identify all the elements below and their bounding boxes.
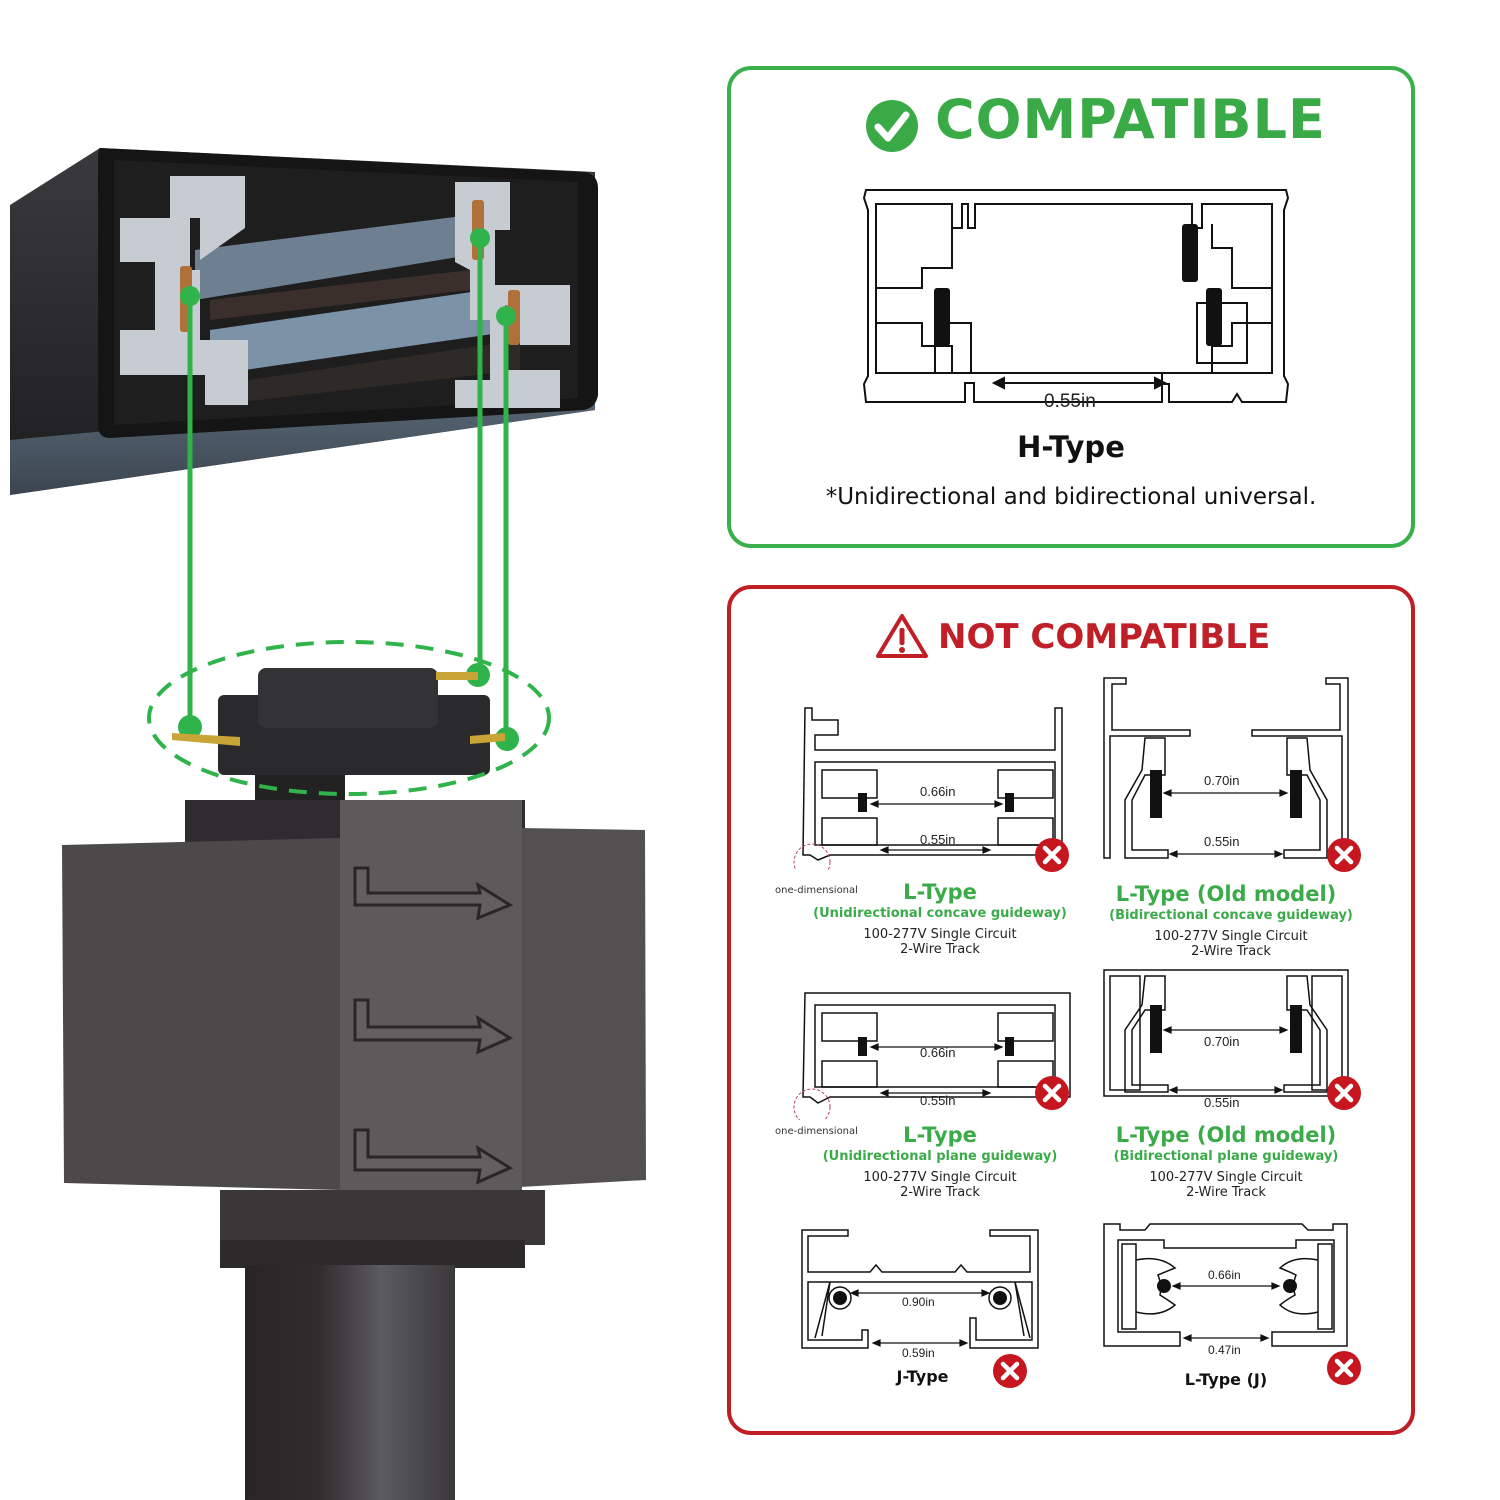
dimension-lower: 0.55in	[920, 1093, 956, 1108]
dimension-upper: 0.90in	[902, 1295, 935, 1309]
h-type-dimension: 0.55in	[1044, 391, 1096, 412]
track-and-adapter-graphic	[10, 148, 646, 1500]
not-compatible-title: NOT COMPATIBLE	[938, 617, 1271, 657]
incompatible-item-5: 0.90in 0.59in J-Type	[780, 1210, 1070, 1400]
arrow-right-icon	[353, 1128, 514, 1185]
dimension-lower: 0.47in	[1208, 1343, 1241, 1357]
h-type-track-diagram	[862, 189, 1290, 403]
type-label: L-Type (Old model)	[1115, 1123, 1337, 1147]
warning-triangle-icon	[876, 614, 928, 658]
dimension-lower: 0.55in	[1204, 1095, 1240, 1110]
x-circle-icon	[1326, 1075, 1362, 1111]
x-circle-icon	[1034, 1075, 1070, 1111]
dimension-lower: 0.55in	[1204, 834, 1240, 849]
subtype-label: (Bidirectional plane guideway)	[1113, 1149, 1339, 1164]
incompatible-item-6: 0.66in 0.47in L-Type (J)	[1090, 1210, 1380, 1410]
spec-line-1: 100-277V Single Circuit	[863, 927, 1017, 942]
side-note: one-dimensional	[775, 1126, 858, 1137]
type-label: L-Type	[903, 1123, 977, 1147]
spec-line-1: 100-277V Single Circuit	[863, 1170, 1017, 1185]
highlight-ellipse	[147, 640, 551, 796]
h-type-label: H-Type	[1017, 430, 1125, 464]
incompatible-item-3: 0.66in 0.55in one-dimensional L-Type (Un…	[770, 985, 1090, 1210]
dimension-lower: 0.55in	[920, 832, 956, 847]
side-note: one-dimensional	[775, 885, 858, 896]
spec-line-2: 2-Wire Track	[1186, 1185, 1266, 1200]
spec-line-1: 100-277V Single Circuit	[1149, 1170, 1303, 1185]
spec-line-2: 2-Wire Track	[1191, 944, 1271, 959]
dimension-lower: 0.59in	[902, 1346, 935, 1360]
arrow-right-icon	[353, 998, 514, 1055]
incompatible-item-4: 0.70in 0.55in L-Type (Old model) (Bidire…	[1090, 960, 1380, 1210]
subtype-label: (Bidirectional concave guideway)	[1109, 908, 1353, 923]
direction-arrows	[353, 866, 514, 1185]
subtype-label: (Unidirectional concave guideway)	[813, 906, 1067, 921]
spec-line-2: 2-Wire Track	[900, 1185, 980, 1200]
incompatible-item-1: 0.66in 0.55in one-dimensional L-Type (Un…	[770, 700, 1090, 960]
highlight-circle	[793, 843, 831, 870]
subtype-label: (Unidirectional plane guideway)	[822, 1149, 1058, 1164]
l-type-old-plane-diagram	[1103, 969, 1349, 1097]
x-circle-icon	[1034, 837, 1070, 873]
dimension-upper: 0.70in	[1204, 1034, 1240, 1049]
dimension-upper: 0.70in	[1204, 773, 1240, 788]
highlight-circle	[793, 1088, 831, 1120]
compatible-title: COMPATIBLE	[935, 88, 1326, 151]
compatible-note: *Unidirectional and bidirectional univer…	[825, 484, 1317, 510]
dimension-upper: 0.66in	[1208, 1268, 1241, 1282]
incompatible-item-2: 0.70in 0.55in L-Type (Old model) (Bidire…	[1090, 670, 1380, 960]
arrow-right-icon	[353, 866, 514, 921]
product-illustration	[0, 0, 720, 1500]
type-label: L-Type	[903, 880, 977, 904]
connection-dots	[178, 228, 519, 751]
dimension-upper: 0.66in	[920, 1045, 956, 1060]
x-circle-icon	[1326, 837, 1362, 873]
check-circle-icon	[866, 100, 918, 152]
adapter-body	[62, 800, 646, 1500]
dimension-upper: 0.66in	[920, 784, 956, 799]
type-label: L-Type (J)	[1184, 1370, 1268, 1389]
type-label: J-Type	[896, 1367, 949, 1386]
l-type-old-concave-diagram	[1103, 677, 1349, 859]
spec-line-1: 100-277V Single Circuit	[1154, 929, 1308, 944]
j-type-diagram	[801, 1229, 1039, 1349]
l-type-j-diagram	[1103, 1223, 1348, 1347]
type-label: L-Type (Old model)	[1115, 882, 1337, 906]
dimension-arrow	[991, 376, 1168, 390]
spec-line-2: 2-Wire Track	[900, 942, 980, 957]
